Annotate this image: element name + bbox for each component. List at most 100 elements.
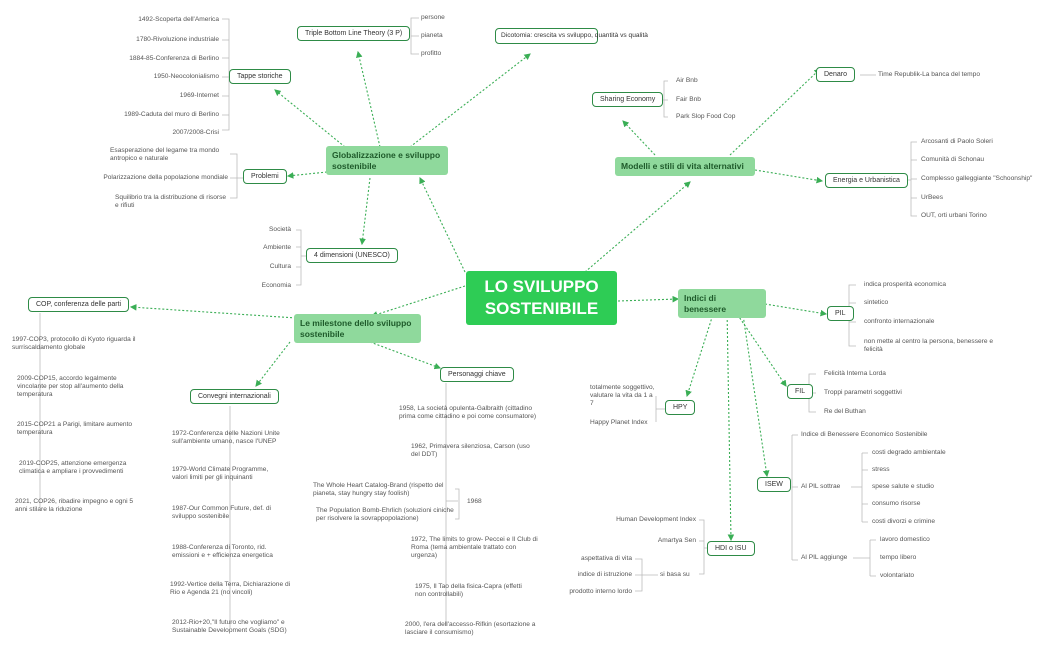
- personaggi-item: 1962, Primavera silenziosa, Carson (uso …: [411, 443, 530, 459]
- convegni-item: 2012-Rio+20,"Il futuro che vogliamo" e S…: [172, 619, 287, 635]
- hpy-item: Happy Planet Index: [590, 419, 648, 426]
- tappe-item: 2007/2008-Crisi: [172, 129, 219, 136]
- denaro-item: Time Republik-La banca del tempo: [878, 71, 981, 78]
- fil-item: Felicità Interna Lorda: [824, 370, 886, 377]
- milestone-title: Le milestone dello sviluppo sostenibile: [300, 318, 412, 339]
- dimensioni-item: Società: [269, 226, 291, 233]
- personaggi-node[interactable]: Personaggi chiave: [440, 367, 514, 382]
- pil-label: PIL: [835, 310, 846, 317]
- energia-item: Comunità di Schonau: [921, 156, 985, 163]
- pil-item: indica prosperità economica: [864, 281, 947, 288]
- globalizzazione-node[interactable]: Globalizzazione e sviluppo sostenibile: [326, 146, 448, 176]
- triple-bottom-line-label: Triple Bottom Line Theory (3 P): [305, 30, 403, 37]
- problemi-node[interactable]: Problemi: [243, 169, 287, 184]
- energia-item: OUT, orti urbani Torino: [921, 212, 987, 219]
- convegni-item: 1988-Conferenza di Toronto, rid. emissio…: [172, 544, 273, 560]
- convegni-item: 1987-Our Common Future, def. di sviluppo…: [172, 505, 271, 521]
- indici-title: Indici di benessere: [684, 293, 727, 314]
- personaggi-1968-item: The Whole Heart Catalog-Brand (rispetto …: [313, 482, 444, 498]
- cop-item: 2009-COP15, accordo legalmente vincolant…: [17, 375, 124, 399]
- convegni-item: 1979-World Climate Programme, valori lim…: [172, 466, 269, 482]
- cop-item: 2021, COP26, ribadire impegno e ogni 5 a…: [15, 498, 134, 514]
- hpy-node[interactable]: HPY: [665, 400, 696, 415]
- triple-bottom-line-node[interactable]: Triple Bottom Line Theory (3 P): [297, 26, 411, 41]
- isew-sottrae-item: costi degrado ambientale: [872, 449, 946, 456]
- tappe-item: 1989-Caduta del muro di Berlino: [124, 111, 219, 118]
- cop-item: 2015-COP21 a Parigi, limitare aumento te…: [17, 421, 133, 437]
- hdi-basa-label: si basa su: [660, 571, 690, 578]
- isew-aggiunge-item: volontariato: [880, 572, 915, 579]
- isew-aggiunge-item: lavoro domestico: [880, 536, 930, 543]
- tappe-storiche-node[interactable]: Tappe storiche: [229, 69, 291, 84]
- tappe-item: 1884-85-Conferenza di Berlino: [129, 55, 219, 62]
- personaggi-item: 1972, The limits to grow- Peccei e Il Cl…: [411, 536, 538, 560]
- modelli-node[interactable]: Modelli e stili di vita alternativi: [615, 157, 755, 176]
- indici-node[interactable]: Indici di benessere: [678, 289, 766, 319]
- tappe-item: 1492-Scoperta dell'America: [138, 16, 219, 23]
- personaggi-label: Personaggi chiave: [448, 371, 506, 378]
- triple-item: persone: [421, 14, 445, 21]
- fil-label: FIL: [795, 388, 806, 395]
- hdi-node[interactable]: HDI o ISU: [707, 541, 755, 556]
- energia-item: UrBees: [921, 194, 943, 201]
- root-node[interactable]: LO SVILUPPO SOSTENIBILE: [466, 271, 617, 325]
- convegni-node[interactable]: Convegni internazionali: [190, 389, 279, 404]
- tappe-item: 1780-Rivoluzione industriale: [136, 36, 219, 43]
- isew-sottrae-item: stress: [872, 466, 890, 473]
- isew-sottrae-label: Al PIL sottrae: [801, 483, 841, 490]
- dicotomia-node[interactable]: Dicotomia: crescita vs sviluppo, quantit…: [495, 28, 648, 45]
- fil-item: Troppi parametri soggettivi: [824, 389, 902, 396]
- modelli-title: Modelli e stili di vita alternativi: [621, 161, 744, 171]
- personaggi-item: 1968: [467, 498, 482, 505]
- isew-sottrae-item: consumo risorse: [872, 500, 921, 507]
- problemi-label: Problemi: [251, 173, 279, 180]
- sharing-economy-node[interactable]: Sharing Economy: [592, 92, 664, 107]
- problemi-item: Esasperazione del legame tra mondo antro…: [110, 147, 220, 163]
- sharing-item: Park Slop Food Cop: [676, 113, 736, 120]
- hpy-label: HPY: [673, 404, 688, 411]
- milestone-node[interactable]: Le milestone dello sviluppo sostenibile: [294, 314, 421, 344]
- hdi-label: HDI o ISU: [715, 545, 747, 552]
- convegni-item: 1992-Vertice della Terra, Dichiarazione …: [170, 581, 291, 597]
- problemi-item: Squilibrio tra la distribuzione di risor…: [115, 194, 227, 210]
- pil-item: non mette al centro la persona, benesser…: [864, 338, 994, 354]
- denaro-label: Denaro: [824, 71, 847, 78]
- cop-node[interactable]: COP, conferenza delle parti: [28, 297, 130, 312]
- root-label: LO SVILUPPO SOSTENIBILE: [484, 276, 599, 318]
- hdi-item: Human Development Index: [616, 516, 696, 523]
- personaggi-item: 1958, La società opulenta-Galbraith (cit…: [399, 405, 537, 421]
- personaggi-1968-item: The Population Bomb-Ehrlich (soluzioni c…: [316, 507, 454, 523]
- isew-node[interactable]: ISEW: [757, 477, 791, 492]
- hdi-item: Amartya Sen: [657, 537, 696, 544]
- sharing-item: Air Bnb: [676, 77, 698, 84]
- cop-item: 2019-COP25, attenzione emergenza climati…: [19, 460, 127, 476]
- isew-aggiunge-item: tempo libero: [880, 554, 917, 561]
- pil-node[interactable]: PIL: [827, 306, 854, 321]
- dimensioni-node[interactable]: 4 dimensioni (UNESCO): [306, 248, 398, 263]
- sharing-item: Fair Bnb: [676, 96, 701, 103]
- energia-item: Arcosanti di Paolo Soleri: [921, 138, 993, 145]
- isew-sottrae-item: spese salute e studio: [872, 483, 934, 490]
- triple-item: profitto: [421, 50, 442, 57]
- fil-node[interactable]: FIL: [787, 384, 814, 399]
- dimensioni-item: Ambiente: [263, 244, 291, 251]
- problemi-item: Polarizzazione della popolazione mondial…: [103, 174, 228, 181]
- hpy-item: totalmente soggettivo, valutare la vita …: [590, 384, 655, 408]
- globalizzazione-title: Globalizzazione e sviluppo sostenibile: [332, 150, 441, 171]
- hdi-basa-item: aspettativa di vita: [581, 555, 632, 562]
- denaro-node[interactable]: Denaro: [816, 67, 855, 82]
- tappe-item: 1969-Internet: [179, 92, 219, 99]
- energia-item: Complesso galleggiante "Schoonship": [921, 175, 1033, 182]
- convegni-label: Convegni internazionali: [198, 393, 271, 400]
- fil-item: Re del Buthan: [824, 408, 866, 415]
- triple-item: pianeta: [421, 32, 443, 39]
- energia-urbanistica-label: Energia e Urbanistica: [833, 177, 900, 184]
- cop-item: 1997-COP3, protocollo di Kyoto riguarda …: [12, 336, 136, 352]
- isew-label: ISEW: [765, 481, 783, 488]
- dimensioni-item: Cultura: [269, 263, 291, 270]
- tappe-item: 1950-Neocolonialismo: [153, 73, 219, 80]
- personaggi-item: 2000, l'era dell'accesso-Rifkin (esortaz…: [405, 621, 536, 637]
- energia-urbanistica-node[interactable]: Energia e Urbanistica: [825, 173, 908, 188]
- dimensioni-item: Economia: [261, 282, 291, 289]
